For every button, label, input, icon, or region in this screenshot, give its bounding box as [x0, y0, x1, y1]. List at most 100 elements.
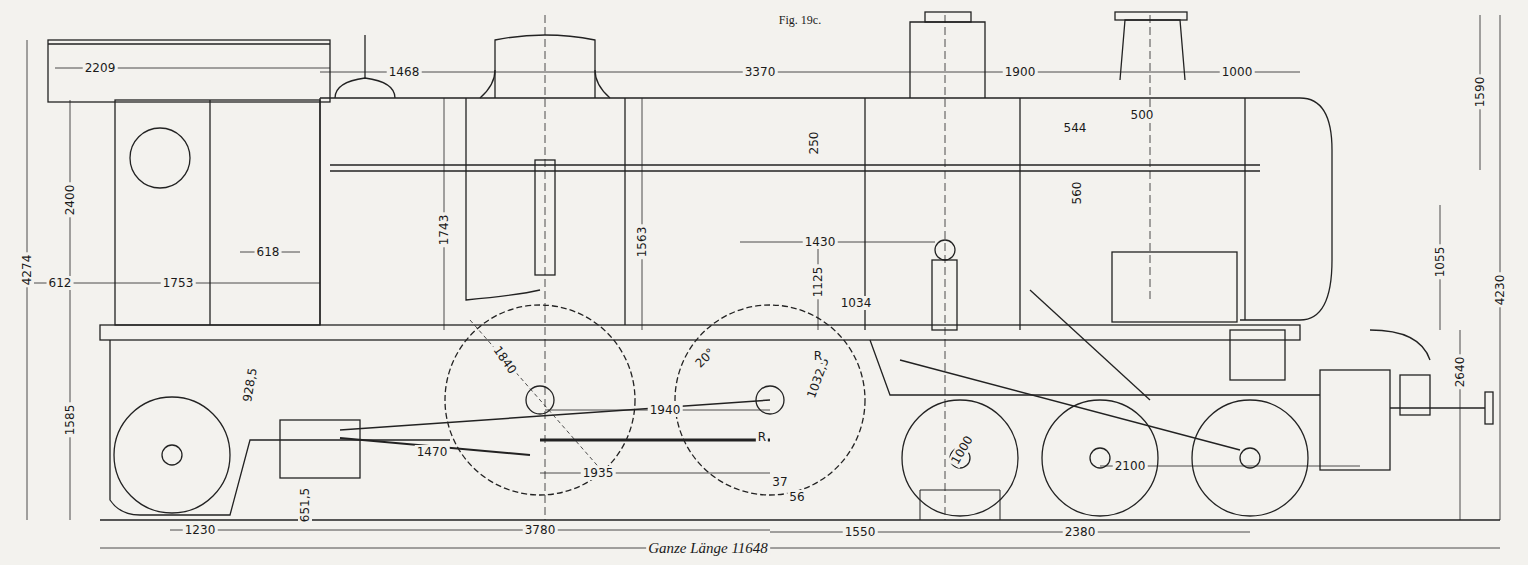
dimension-label: 1430: [803, 235, 838, 249]
dimension-label: 1935: [581, 466, 616, 480]
drawing-stroke: [900, 360, 1240, 450]
dimension-label: 2209: [83, 61, 118, 75]
drawing-stroke: [870, 340, 1320, 395]
drawing-stroke: [1370, 330, 1430, 360]
dimension-label: 1034: [839, 296, 874, 310]
dimension-label: 2640: [1453, 355, 1467, 390]
dimension-label: 500: [1129, 108, 1156, 122]
drawing-stroke: [1192, 400, 1308, 516]
dimension-label: 1585: [63, 403, 77, 438]
dimension-label: 1753: [161, 276, 196, 290]
dimension-label: 4274: [20, 253, 34, 288]
drawing-stroke: [1320, 370, 1390, 470]
drawing-stroke: [330, 164, 1260, 165]
drawing-stroke: [466, 98, 540, 300]
dimension-label: 250: [807, 130, 821, 157]
dimension-lines: [27, 15, 1500, 548]
drawing-stroke: [364, 35, 365, 78]
drawing-stroke: [925, 12, 971, 22]
dimension-label: 1900: [1003, 65, 1038, 79]
drawing-stroke: [335, 78, 395, 98]
drawing-stroke: [1500, 15, 1501, 520]
drawing-stroke: [1244, 98, 1245, 320]
dimension-label: 1125: [811, 265, 825, 300]
drawing-stroke: [1230, 330, 1285, 380]
body-outline: [48, 12, 1500, 520]
drawing-stroke: [1120, 20, 1185, 80]
drawing-stroke: [170, 530, 540, 531]
drawing-stroke: [740, 242, 935, 243]
dimension-label: 544: [1062, 121, 1089, 135]
drawing-stroke: [320, 98, 1332, 320]
dimension-label: 37: [770, 475, 789, 489]
dimension-label: 1550: [843, 525, 878, 539]
dimension-label: 1230: [183, 523, 218, 537]
drawing-stroke: [1390, 407, 1485, 408]
figure-title: Fig. 19c.: [777, 13, 823, 27]
dimension-label: 1563: [635, 225, 649, 260]
drawing-stroke: [445, 305, 635, 495]
drawing-stroke: [110, 340, 450, 515]
dimension-label: 3780: [523, 523, 558, 537]
dimension-label: 2100: [1113, 459, 1148, 473]
wheels: [114, 305, 1308, 520]
dimension-label: R: [756, 430, 768, 444]
drawing-stroke: [130, 128, 190, 188]
drawing-stroke: [902, 400, 1018, 516]
drawing-stroke: [100, 548, 1500, 549]
dimension-label: 1055: [1433, 245, 1447, 280]
dimension-label: 1000: [947, 432, 976, 469]
dimension-label: 56: [787, 490, 806, 504]
dimension-label: 1840: [489, 342, 520, 378]
dimension-label: 618: [255, 245, 282, 259]
dimension-label: 1470: [415, 445, 450, 459]
drawing-stroke: [114, 397, 230, 513]
dimension-label: 20°: [691, 344, 719, 372]
drawing-stroke: [945, 15, 946, 520]
drawing-stroke: [1485, 392, 1493, 424]
drawing-stroke: [960, 532, 1250, 533]
drawing-stroke: [162, 445, 182, 465]
drawing-stroke: [1115, 12, 1187, 20]
dimension-label: 1468: [387, 65, 422, 79]
drawing-stroke: [100, 325, 1300, 340]
dimension-label: 1000: [1220, 65, 1255, 79]
dimension-label: 928,5: [240, 365, 260, 405]
dimension-label: 1590: [1473, 75, 1487, 110]
drawing-stroke: [1019, 98, 1020, 330]
drawing-stroke: [48, 40, 330, 102]
drawing-stroke: [624, 98, 625, 325]
dimension-label: 1940: [648, 403, 683, 417]
drawing-stroke: [540, 439, 770, 442]
dimension-label: R: [812, 349, 824, 363]
dimension-label: 560: [1070, 180, 1084, 207]
drawing-stroke: [480, 70, 495, 98]
dimension-label: 2380: [1063, 525, 1098, 539]
drawing-stroke: [330, 170, 1260, 171]
drawing-stroke: [319, 98, 320, 325]
drawing-stroke: [1400, 375, 1430, 415]
dimension-label: 4230: [1493, 273, 1507, 308]
drawing-stroke: [1150, 15, 1151, 300]
drawing-stroke: [470, 320, 610, 480]
drawing-stroke: [115, 100, 320, 325]
rods: [330, 160, 1260, 455]
dimension-label: 612: [47, 276, 74, 290]
drawing-stroke: [642, 98, 643, 330]
drawing-stroke: [932, 260, 957, 330]
drawing-stroke: [910, 22, 985, 98]
drawing-stroke: [540, 473, 770, 474]
drawing-stroke: [340, 400, 770, 430]
drawing-stroke: [1240, 448, 1260, 468]
dimension-label: 651,5: [298, 486, 312, 524]
drawing-stroke: [1090, 448, 1110, 468]
dimension-label: 1743: [437, 213, 451, 248]
drawing-stroke: [209, 100, 210, 325]
dimension-label: 2400: [63, 183, 77, 218]
dimension-label: 3370: [743, 65, 778, 79]
drawing-stroke: [540, 530, 770, 531]
drawing-stroke: [1112, 252, 1237, 322]
drawing-stroke: [48, 43, 330, 44]
